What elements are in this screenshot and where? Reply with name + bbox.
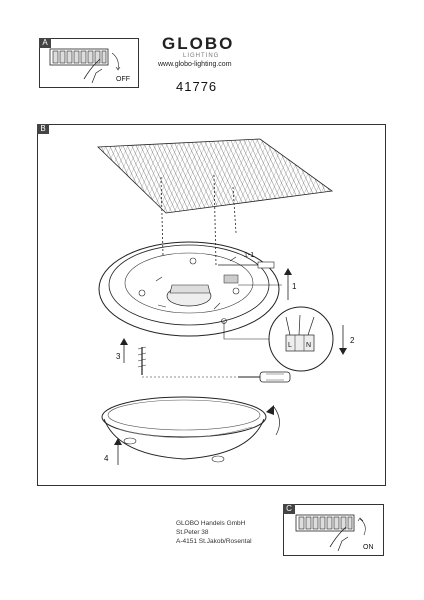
- terminal-l-label: L: [288, 342, 292, 349]
- screw-icon: [137, 346, 147, 375]
- on-label: ON: [363, 544, 374, 551]
- address-line-1: GLOBO Handels GmbH: [176, 520, 246, 527]
- website-url: www.globo-lighting.com: [158, 61, 232, 68]
- model-number: 41776: [176, 79, 218, 94]
- brand-logo: GLOBO: [162, 34, 235, 53]
- step-1-label: 1: [292, 282, 297, 291]
- panel-b-tag: B: [37, 124, 49, 134]
- panel-b: B: [37, 124, 386, 486]
- installation-diagram: 1-1 1 L N 2 3: [97, 138, 355, 465]
- ceiling-plane: [97, 138, 334, 214]
- step-2-label: 2: [350, 336, 355, 345]
- panel-a: A OFF: [39, 38, 139, 88]
- glass-shade: [101, 396, 267, 463]
- address-line-2: St.Peter 38: [176, 529, 209, 536]
- terminal-n-label: N: [306, 342, 311, 349]
- breaker-box-on-illustration: ON: [295, 514, 374, 552]
- panel-a-tag: A: [39, 38, 51, 48]
- panel-c-tag: C: [283, 504, 295, 514]
- address-line-3: A-4151 St.Jakob/Rosental: [176, 538, 252, 545]
- breaker-box-off-illustration: OFF: [49, 48, 130, 84]
- off-label: OFF: [116, 76, 130, 83]
- panel-c: C ON: [283, 504, 384, 556]
- manufacturer-address: GLOBO Handels GmbH St.Peter 38 A-4151 St…: [176, 519, 252, 546]
- step-3-label: 3: [116, 352, 121, 361]
- screwdriver-icon: [238, 371, 291, 383]
- brand-subtitle: LIGHTING: [183, 53, 220, 59]
- step-1-1-label: 1-1: [244, 252, 254, 259]
- step-4-label: 4: [104, 454, 109, 463]
- terminal-block-detail: L N: [268, 306, 334, 372]
